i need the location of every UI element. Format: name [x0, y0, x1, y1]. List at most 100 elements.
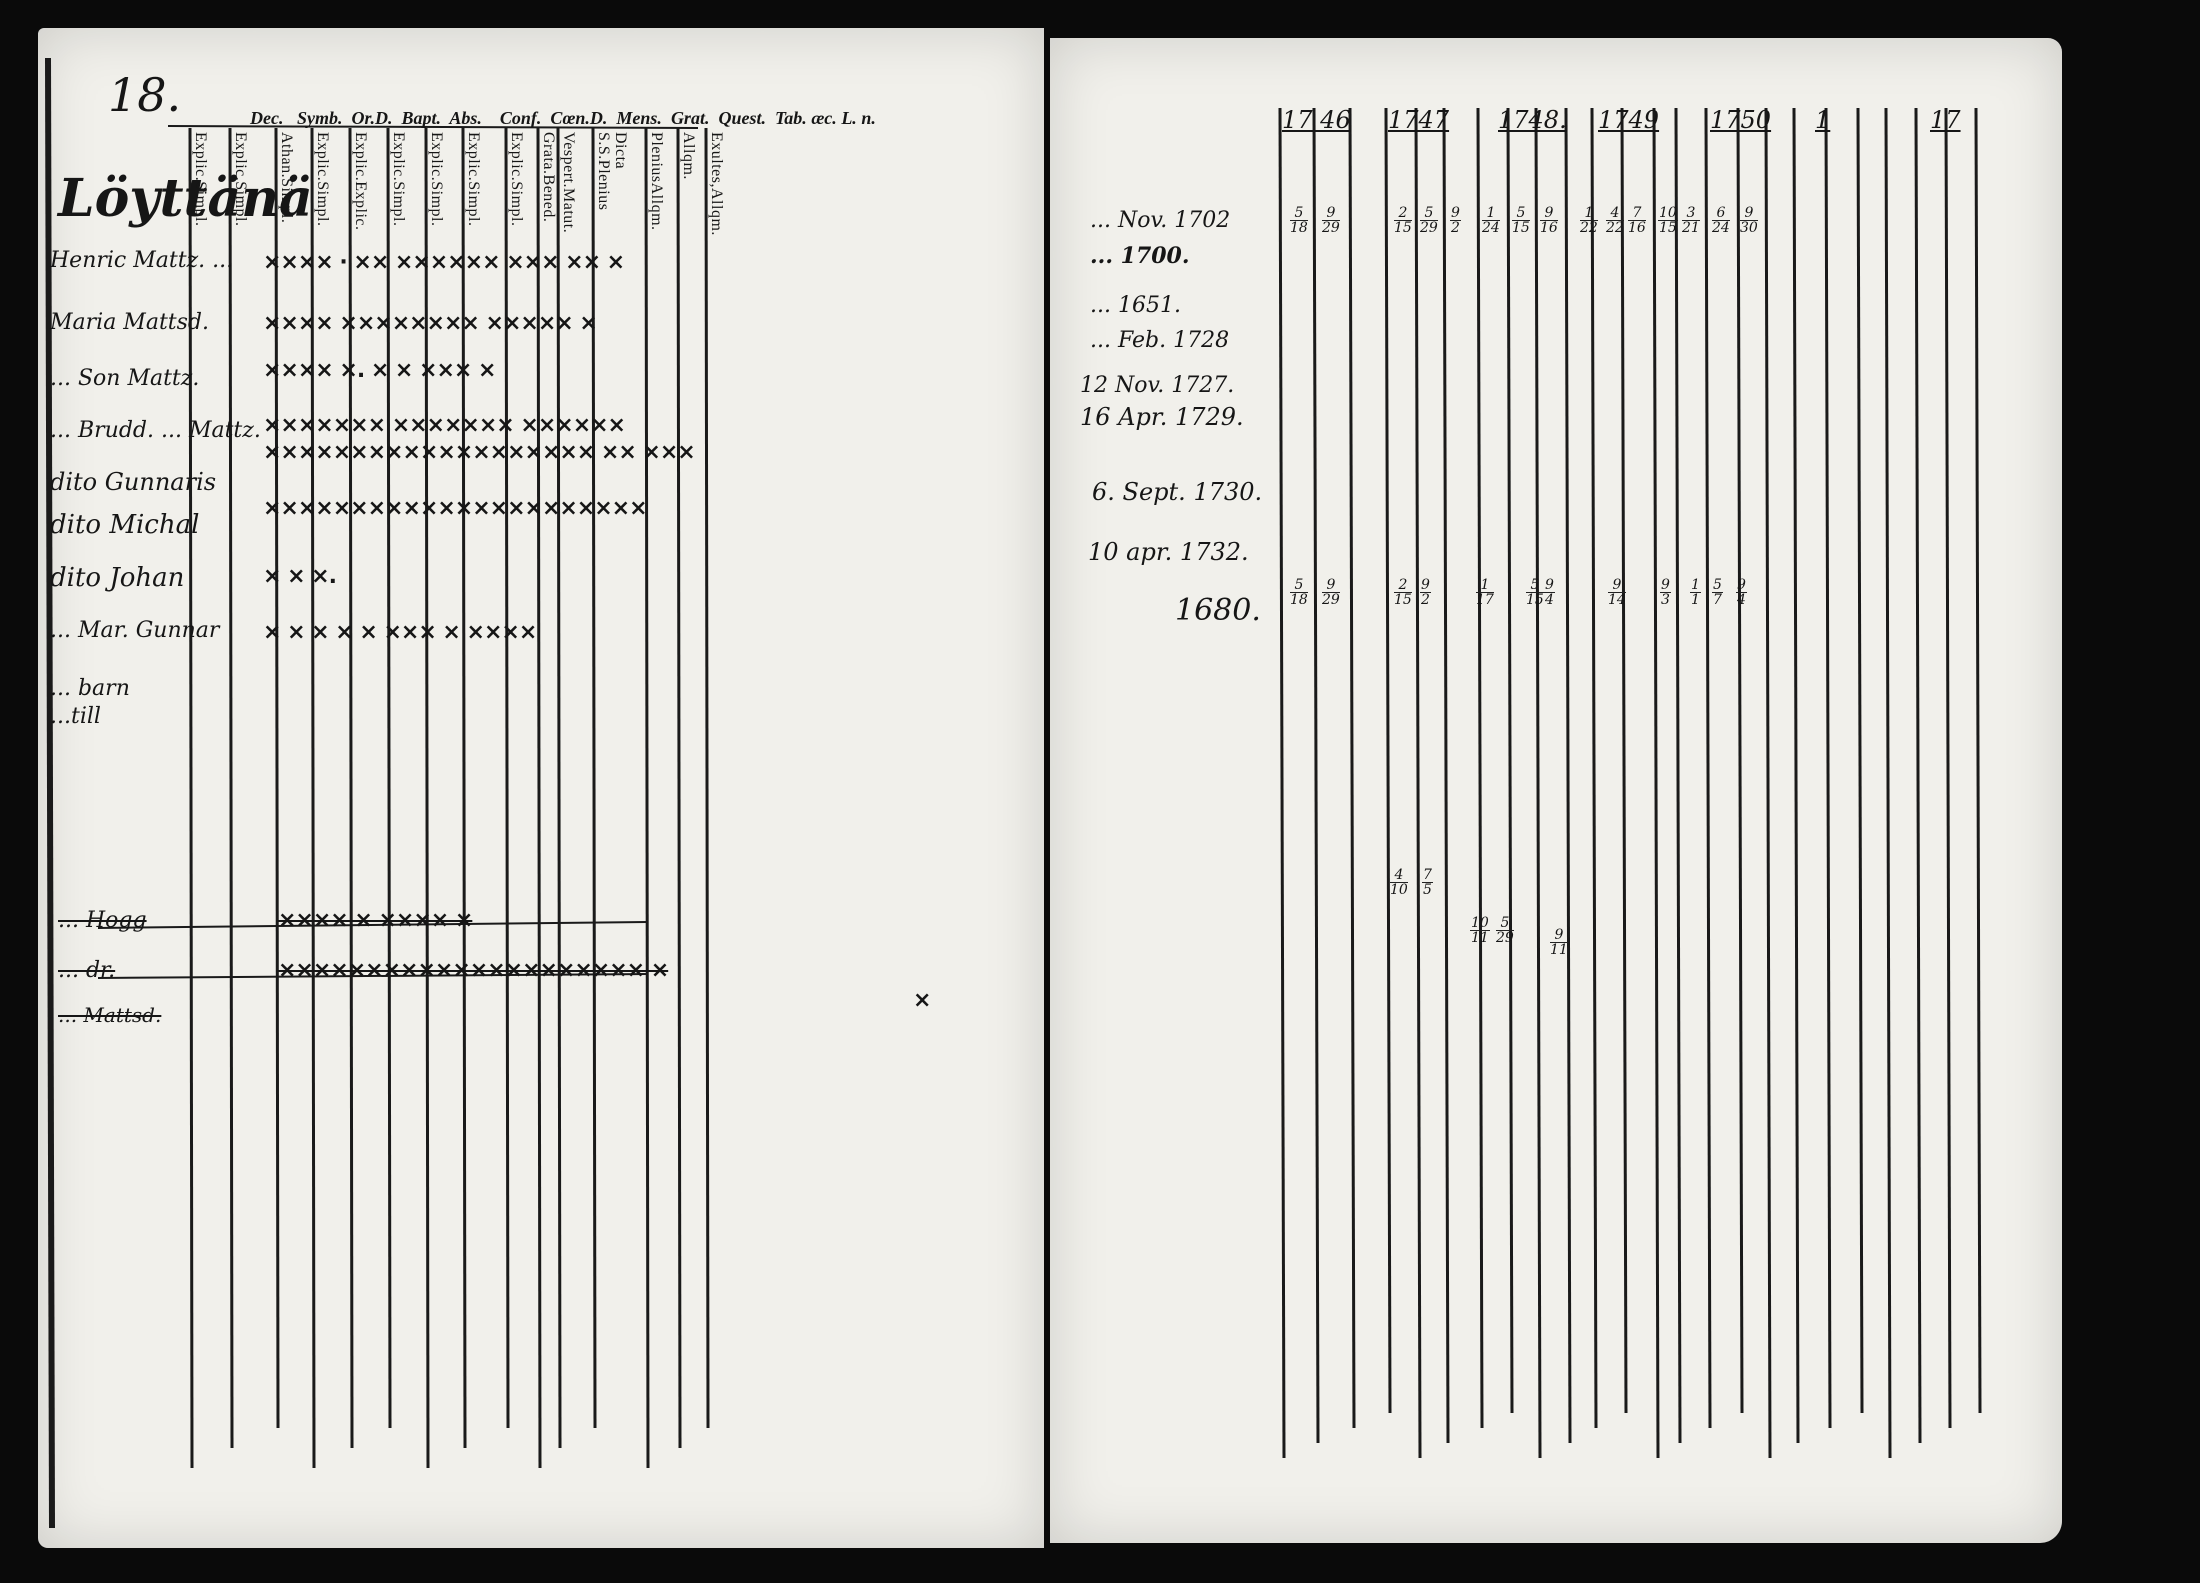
- column-sub-header-label: Explic.: [352, 181, 369, 231]
- fraction-numerator: 1: [1690, 577, 1701, 593]
- header-n: n.: [861, 108, 876, 128]
- left-column-rule: [348, 127, 354, 1449]
- column-sub-header-label: Explic.: [192, 132, 209, 182]
- fraction-numerator: 9: [1544, 577, 1555, 593]
- column-sub-header-label: Simpl.: [278, 178, 295, 224]
- column-sub-header: Exultes,Allqm.: [708, 132, 725, 242]
- birth-date-4: ... Feb. 1728: [1090, 328, 1230, 353]
- column-sub-header-label: Simpl.: [314, 181, 331, 227]
- right-page-rules: [1278, 107, 1982, 1459]
- right-column-rule: [1564, 107, 1572, 1444]
- year-header: 1748.: [1498, 106, 1567, 134]
- column-sub-header-label: Athan.: [278, 132, 295, 179]
- right-column-rule: [1944, 107, 1952, 1429]
- right-column-rule: [1534, 107, 1542, 1459]
- column-sub-header-label: Explic.: [314, 132, 331, 182]
- fraction-numerator: 9: [1420, 577, 1431, 593]
- entry-name-8: ... Mar. Gunnar: [50, 618, 220, 643]
- right-column-rule: [1792, 107, 1800, 1444]
- right-column-rule: [1442, 107, 1450, 1444]
- right-column-rule: [1652, 107, 1660, 1459]
- fraction-denominator: 17: [1476, 592, 1494, 608]
- year-header: 1750: [1710, 106, 1772, 134]
- fraction-denominator: 2: [1451, 220, 1460, 236]
- column-sub-header-label: Simpl.: [390, 181, 407, 227]
- column-sub-header-label: Allqm.: [648, 182, 665, 231]
- fraction-denominator: 2: [1421, 592, 1430, 608]
- fraction-denominator: 24: [1482, 220, 1500, 236]
- fraction-denominator: 16: [1540, 220, 1558, 236]
- birth-date-7: 6. Sept. 1730.: [1092, 478, 1263, 506]
- fraction-denominator: 16: [1628, 220, 1646, 236]
- fraction-numerator: 7: [1422, 867, 1433, 883]
- entry-marks-1: ×××× · ×× ×××××× ××× ×× ×: [263, 250, 625, 275]
- entry-name-4: ... Brudd. ... Mattz.: [50, 418, 261, 443]
- left-column-rule: [386, 127, 392, 1429]
- entry-marks-8: × × × × × ××× × ××××: [263, 620, 537, 645]
- fraction-numerator: 2: [1394, 578, 1412, 593]
- column-sub-header-label: Plenius: [595, 159, 612, 211]
- left-column-rule: [274, 127, 280, 1429]
- entry-name-3: ... Son Mattz.: [50, 366, 200, 391]
- fraction-denominator: 18: [1290, 592, 1308, 608]
- entry-marks-6: ××××××××××××××××××××××: [263, 496, 648, 521]
- column-sub-header: Allqm.: [680, 132, 697, 242]
- entry-name-1: Henric Mattz. ...: [50, 248, 234, 273]
- header-grat: Grat.: [670, 108, 710, 128]
- birth-date-8: 10 apr. 1732.: [1088, 538, 1249, 566]
- fraction-numerator: 5: [1420, 206, 1438, 221]
- fraction-denominator: 30: [1740, 220, 1758, 236]
- left-column-rule: [676, 127, 682, 1449]
- entry-marks-7: × × ×.: [263, 564, 337, 589]
- fraction-numerator: 5: [1512, 206, 1530, 221]
- fraction-denominator: 7: [1713, 592, 1722, 608]
- left-column-rule: [704, 127, 710, 1429]
- fraction-numerator: 4: [1606, 206, 1624, 221]
- right-column-rule: [1974, 107, 1982, 1414]
- header-row: Dec. Symb. Or.D. Bapt. Abs. Conf. Cœn.D.…: [250, 108, 876, 129]
- fraction-denominator: 22: [1606, 220, 1624, 236]
- column-sub-header-label: Exultes,: [708, 132, 725, 188]
- column-sub-header: Explic.Simpl.: [390, 132, 407, 242]
- column-sub-header: Dicta S.S.Plenius: [595, 132, 629, 242]
- column-sub-header-label: Simpl.: [428, 181, 445, 227]
- fraction-denominator: 15: [1659, 220, 1677, 236]
- fraction-numerator: 1: [1580, 206, 1598, 221]
- page-number: 18.: [108, 68, 182, 122]
- column-sub-header-label: Simpl.: [232, 181, 249, 227]
- entry-name-5: dito Gunnaris: [50, 468, 217, 496]
- fraction-denominator: 5: [1423, 882, 1432, 898]
- column-sub-header-label: Allqm.: [680, 132, 697, 180]
- right-column-rule: [1476, 107, 1484, 1429]
- header-dec: Dec.: [250, 108, 284, 128]
- fraction-numerator: 9: [1660, 577, 1671, 593]
- right-column-rule: [1278, 107, 1286, 1459]
- fraction-numerator: 3: [1682, 206, 1700, 221]
- fraction-numerator: 9: [1736, 577, 1747, 593]
- right-column-rule: [1704, 107, 1712, 1429]
- fraction-denominator: 29: [1420, 220, 1438, 236]
- right-column-rule: [1348, 107, 1356, 1429]
- entry-name-6: dito Michal: [50, 510, 200, 540]
- left-column-rule: [504, 127, 510, 1429]
- column-sub-header: Athan.Simpl.: [278, 132, 295, 242]
- birth-date-3: ... 1651.: [1090, 293, 1181, 318]
- entry-marks-5: ××××××××××××××××××× ×× ×××: [263, 440, 696, 465]
- fraction-denominator: 29: [1322, 220, 1340, 236]
- fraction-denominator: 10: [1390, 882, 1408, 898]
- column-sub-header: PleniusAllqm.: [648, 132, 665, 242]
- right-column-rule: [1506, 107, 1514, 1414]
- fraction-numerator: 9: [1322, 206, 1340, 221]
- header-coen: Cœn.D.: [550, 108, 608, 128]
- entry-marks-4: ××××××× ××××××× ××××××: [263, 413, 626, 438]
